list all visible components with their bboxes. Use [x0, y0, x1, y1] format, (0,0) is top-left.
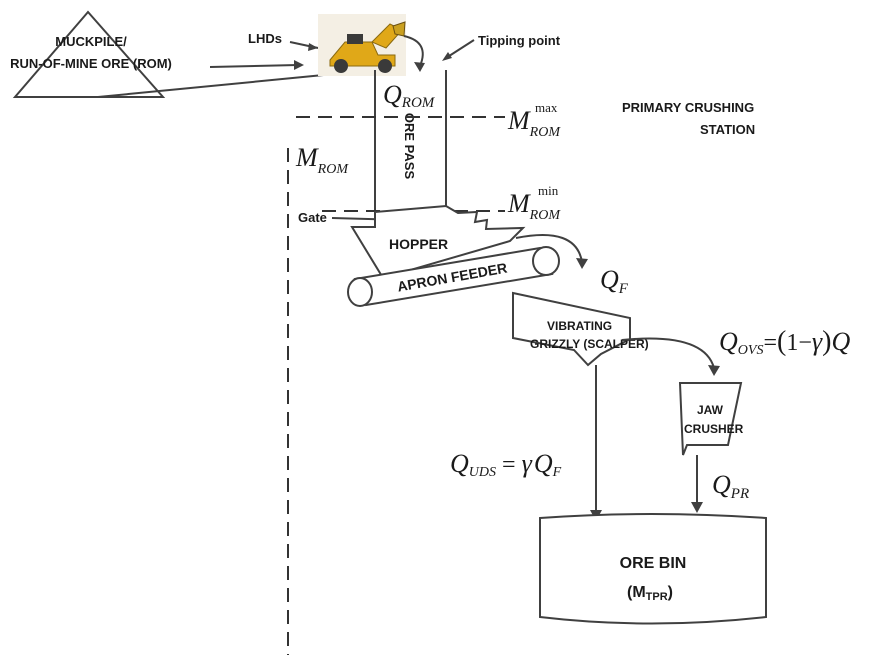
haul-arrowhead	[294, 60, 304, 70]
tipping-arrow	[446, 40, 474, 58]
jaw-crusher-label-line1: JAW	[697, 403, 724, 417]
tipping-curve-arrow	[404, 36, 423, 66]
q-uds-equation: QUDS=γQF	[450, 449, 562, 480]
product-flow-arrowhead	[691, 502, 703, 513]
haul-arrow-line	[210, 65, 298, 67]
ore-pass-label: ORE PASS	[402, 113, 417, 180]
q-ovs-equation: QOVS=(1−γ)Q	[719, 326, 850, 358]
tipping-point-label: Tipping point	[478, 33, 561, 48]
gate-label: Gate	[298, 210, 327, 225]
q-rom-label: QROM	[383, 80, 436, 111]
tipping-curve-arrowhead	[414, 62, 425, 72]
jaw-crusher-label-line2: CRUSHER	[684, 422, 744, 436]
lhd-loader-icon	[318, 14, 406, 76]
q-f-arrowhead	[576, 258, 588, 269]
jaw-crusher-shape	[680, 383, 741, 455]
q-f-label: QF	[600, 265, 629, 297]
grizzly-label-line1: VIBRATING	[547, 319, 612, 333]
primary-station-line2: STATION	[700, 122, 755, 137]
m-rom-label: MROM	[295, 143, 349, 177]
q-pr-label: QPR	[712, 470, 749, 502]
ore-bin-label-line1: ORE BIN	[620, 555, 687, 572]
muckpile-triangle	[15, 12, 163, 97]
m-rom-min-superscript: min	[538, 183, 559, 198]
q-ovs-arrowhead	[708, 365, 720, 376]
lhds-label: LHDs	[248, 31, 282, 46]
primary-station-line1: PRIMARY CRUSHING	[622, 100, 754, 115]
tipping-arrowhead	[442, 52, 452, 61]
hopper-label: HOPPER	[389, 236, 448, 252]
muckpile-label-line2: RUN-OF-MINE ORE (ROM)	[10, 56, 172, 71]
m-rom-max-superscript: max	[535, 100, 558, 115]
muckpile-label-line1: MUCKPILE/	[55, 34, 127, 49]
